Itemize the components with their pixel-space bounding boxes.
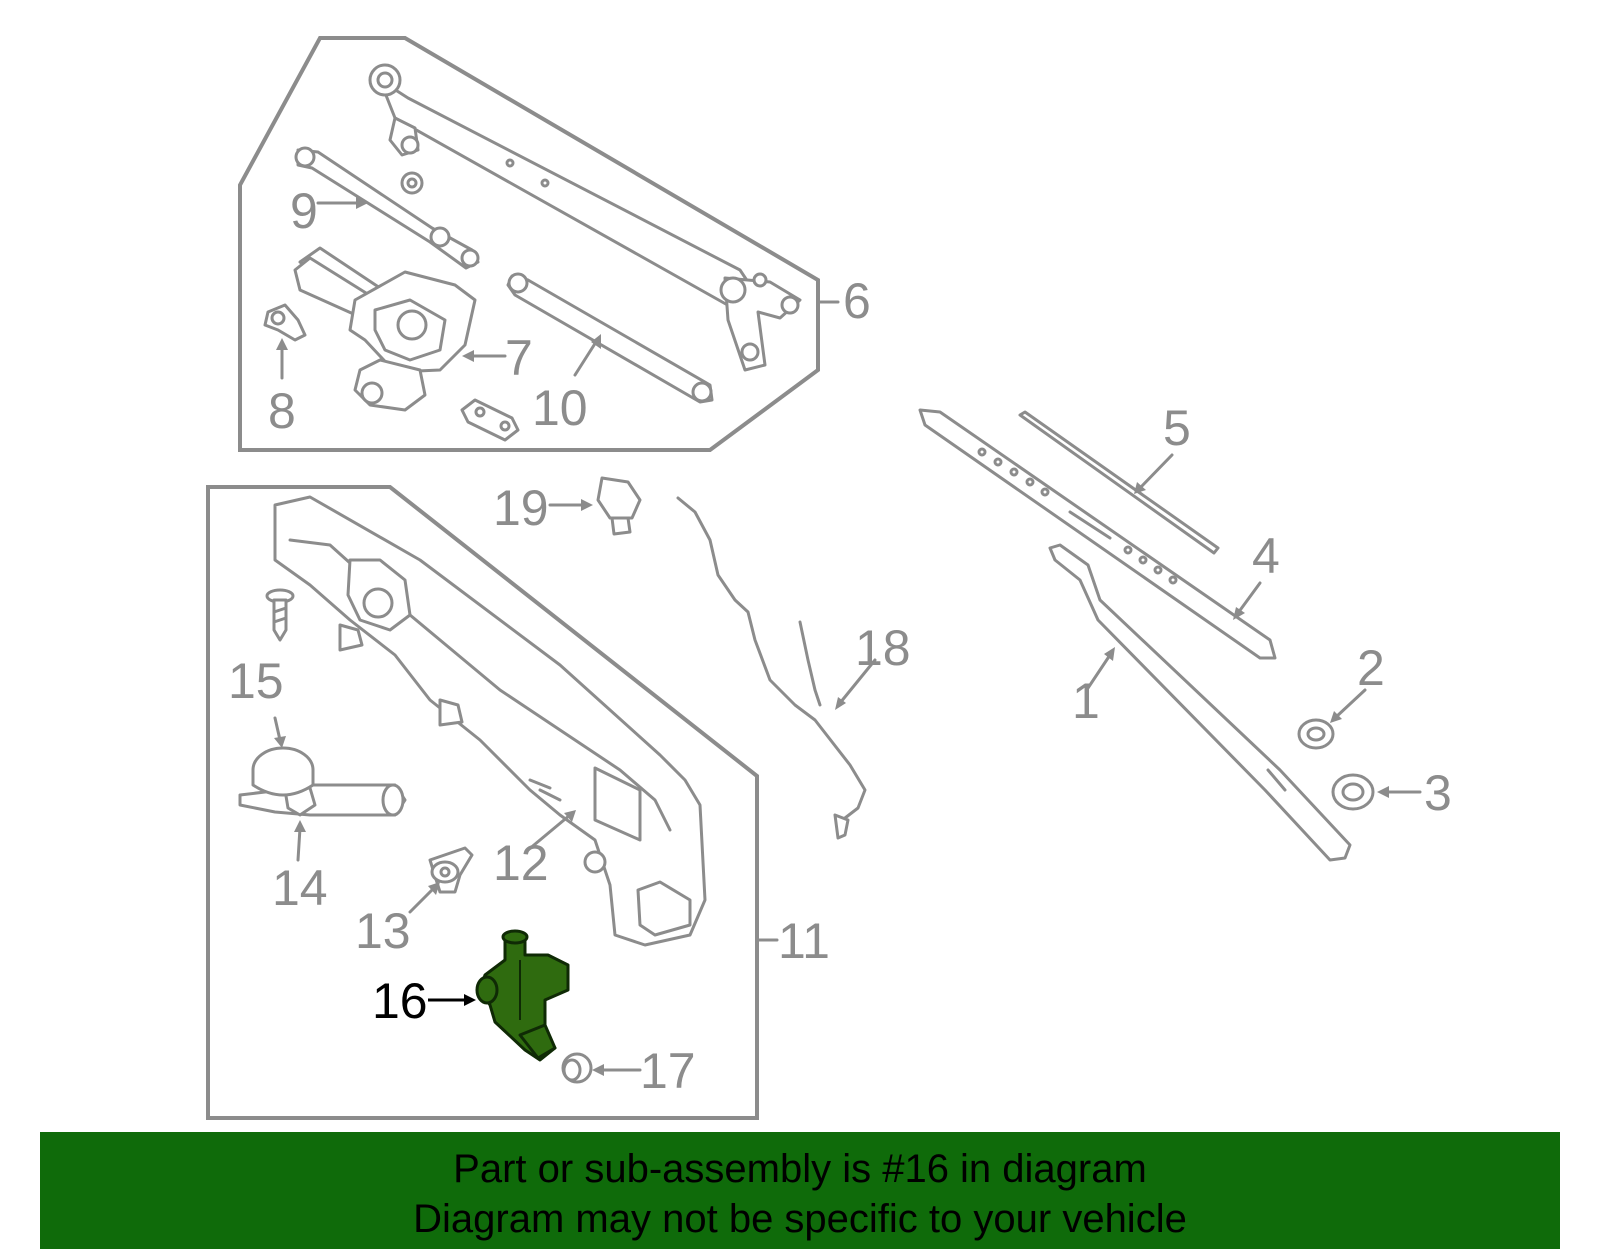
callout-2: 2: [1357, 640, 1385, 696]
callout-10: 10: [532, 380, 588, 436]
callout-7: 7: [505, 330, 533, 386]
nut-2: [1297, 718, 1335, 750]
washer-nozzle-19: [596, 476, 642, 536]
callout-6: 6: [843, 273, 871, 329]
washer-3: [1331, 773, 1375, 811]
callout-14: 14: [272, 860, 328, 916]
callout-18: 18: [855, 620, 911, 676]
mounting-bracket: [460, 398, 520, 442]
screw: [265, 588, 295, 642]
callout-15: 15: [228, 653, 284, 709]
banner-line-2: Diagram may not be specific to your vehi…: [413, 1197, 1187, 1241]
connecting-rod-9: [294, 146, 480, 270]
callout-9: 9: [290, 183, 318, 239]
callout-12: 12: [493, 835, 549, 891]
reservoir-cap-15: [251, 746, 315, 797]
wiper-blade-4: [918, 408, 1277, 660]
wiper-linkage: [368, 63, 802, 372]
parts-diagram: 9 7 8 10 6: [206, 36, 1452, 1120]
washer-pump-16: [475, 929, 570, 1062]
callout-4: 4: [1252, 528, 1280, 584]
banner-line-1: Part or sub-assembly is #16 in diagram: [453, 1147, 1147, 1191]
blade-refill-5: [1018, 410, 1220, 555]
connecting-rod-10: [506, 272, 714, 404]
callout-5: 5: [1163, 400, 1191, 456]
info-banner: Part or sub-assembly is #16 in diagram D…: [40, 1132, 1560, 1249]
callout-13: 13: [355, 903, 411, 959]
callout-11: 11: [778, 913, 830, 969]
callout-16: 16: [372, 973, 428, 1029]
wiper-motor-7: [293, 246, 477, 412]
callout-19: 19: [493, 480, 549, 536]
callout-3: 3: [1424, 765, 1452, 821]
callout-8: 8: [268, 383, 296, 439]
washer-reservoir-12: [273, 495, 707, 947]
grommet-8: [263, 303, 307, 342]
grommet-13: [428, 846, 474, 894]
wiper-arm-1: [1048, 543, 1352, 862]
callout-17: 17: [640, 1043, 696, 1099]
pump-grommet-17: [561, 1052, 593, 1084]
washer-hose-18: [676, 496, 867, 840]
callout-1: 1: [1072, 673, 1100, 729]
group-6-frame: [238, 36, 820, 452]
